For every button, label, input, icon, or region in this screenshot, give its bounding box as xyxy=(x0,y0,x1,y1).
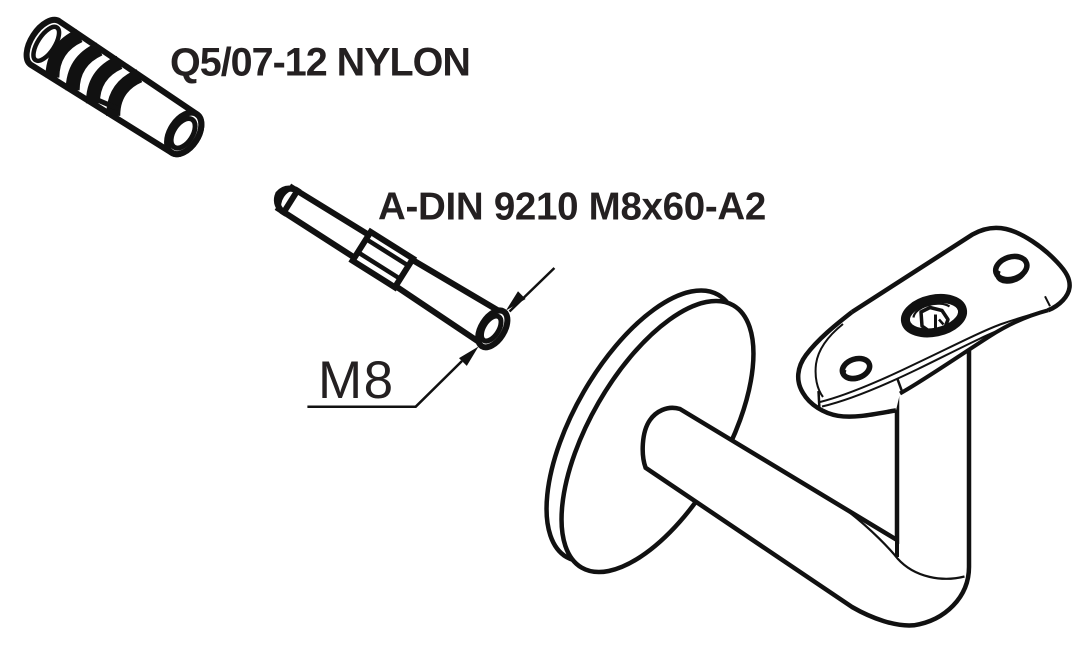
svg-text:Q5/07-12 NYLON: Q5/07-12 NYLON xyxy=(170,41,470,85)
svg-text:M8: M8 xyxy=(318,351,395,410)
svg-text:A-DIN 9210 M8x60-A2: A-DIN 9210 M8x60-A2 xyxy=(378,186,766,229)
